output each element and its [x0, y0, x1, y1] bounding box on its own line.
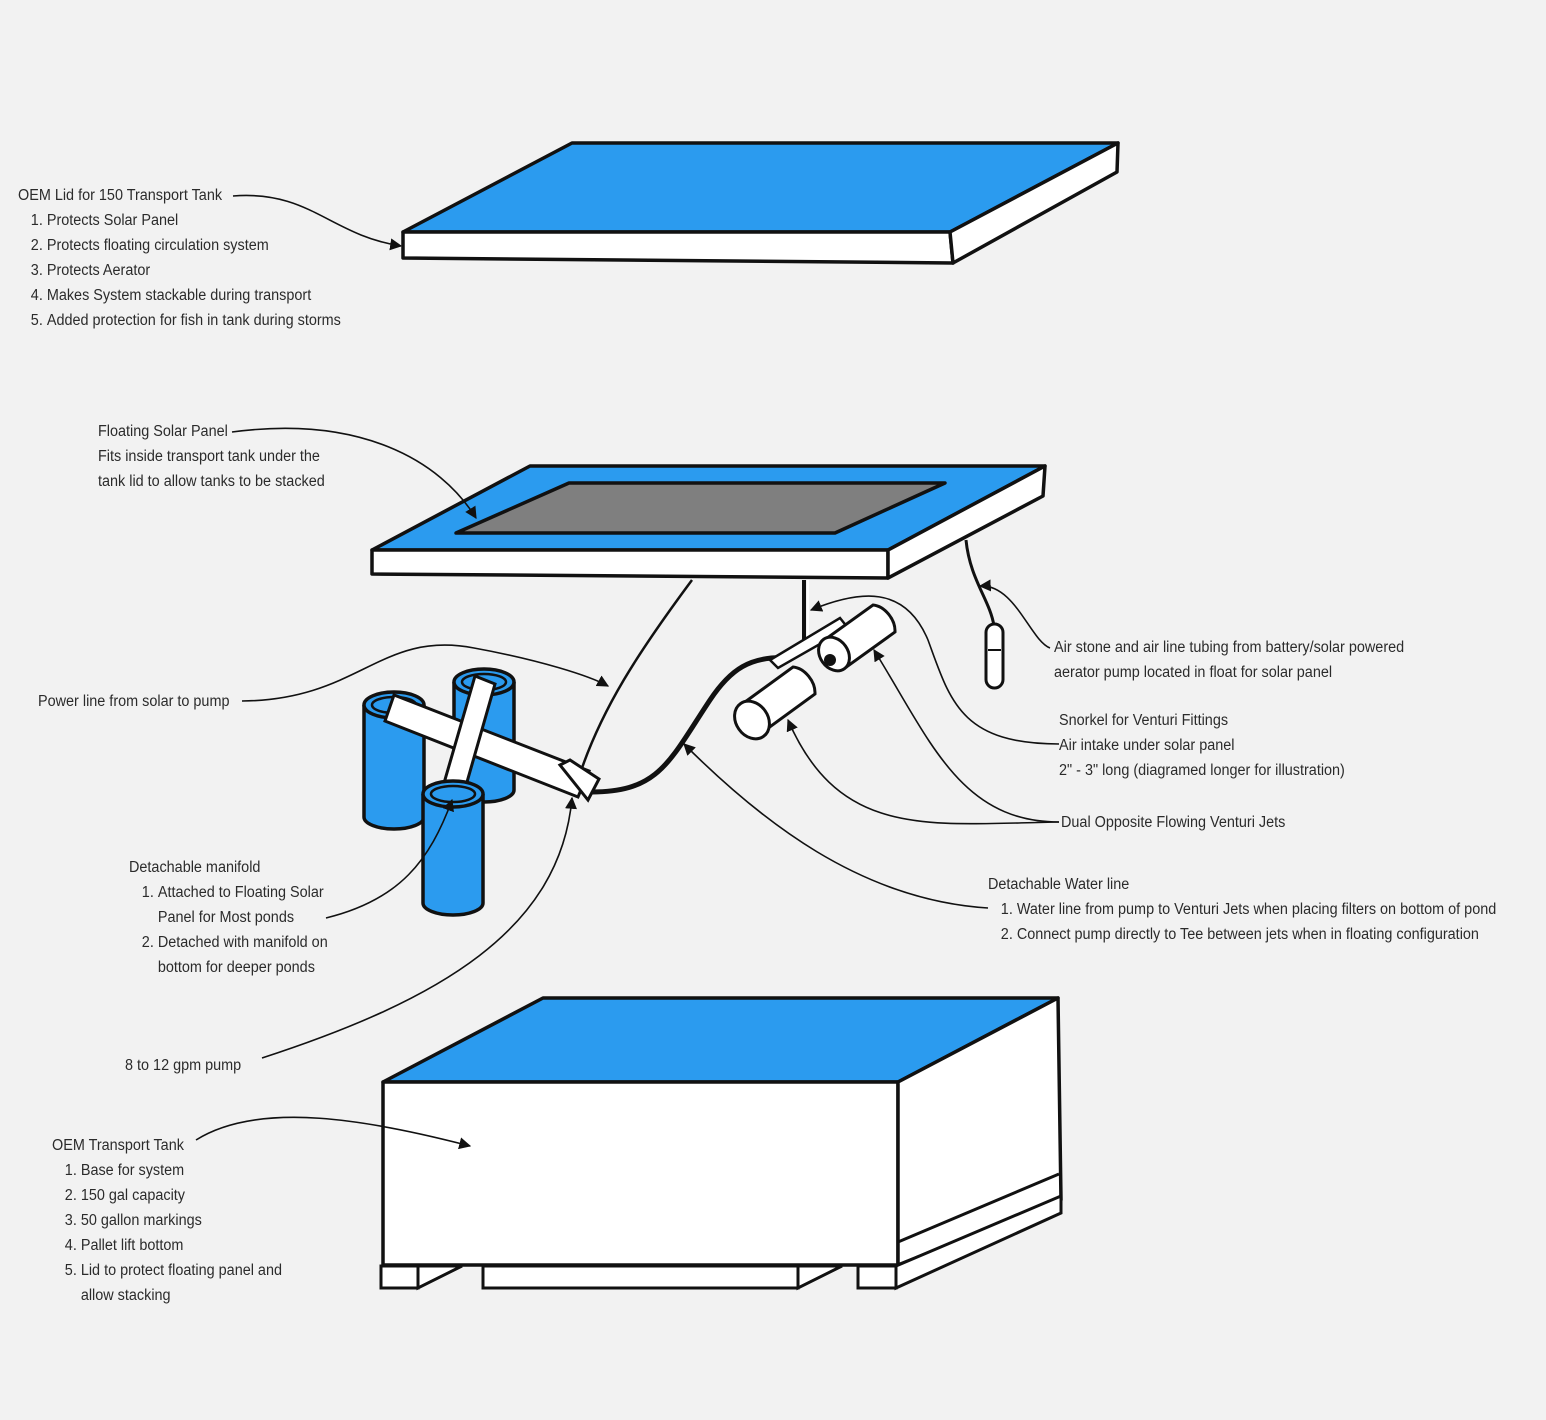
tank-shape: [379, 996, 1063, 1291]
tank-item-line: 150 gal capacity: [80, 1187, 186, 1204]
lid-list: Protects Solar Panel Protects floating c…: [18, 208, 341, 333]
lid-item: Added protection for fish in tank during…: [47, 308, 341, 333]
solar-cell: [454, 481, 947, 535]
air-stone-label: Air stone and air line tubing from batte…: [1054, 635, 1404, 685]
manifold-item-line: Attached to Floating Solar: [157, 884, 324, 901]
filter-canister-front: [421, 779, 485, 917]
water-line-arrow: [683, 743, 989, 909]
water-line-item: Connect pump directly to Tee between jet…: [1017, 922, 1496, 947]
tank-item-line: Lid to protect floating panel and: [80, 1262, 282, 1279]
snorkel-line: Snorkel for Venturi Fittings: [1059, 712, 1229, 729]
power-line-arrow: [241, 644, 610, 702]
solar-panel-line: Fits inside transport tank under the: [98, 448, 320, 465]
solar-panel-label: Floating Solar Panel Fits inside transpo…: [98, 419, 325, 494]
lid-label: OEM Lid for 150 Transport Tank Protects …: [18, 183, 341, 333]
lid-title: OEM Lid for 150 Transport Tank: [18, 187, 223, 204]
pump-label: 8 to 12 gpm pump: [125, 1053, 241, 1078]
power-line-label: Power line from solar to pump: [38, 689, 229, 714]
air-stone-arrow: [978, 579, 1051, 649]
tank-item: Pallet lift bottom: [81, 1233, 282, 1258]
snorkel-arrow: [809, 595, 1060, 745]
solar-panel-line: Floating Solar Panel: [98, 423, 228, 440]
lid-side: [948, 141, 1120, 265]
manifold-item-line: bottom for deeper ponds: [157, 959, 315, 976]
solar-panel-shape: [370, 464, 1047, 580]
lid-shape: [401, 141, 1120, 265]
venturi-arrow-1: [873, 648, 1060, 823]
lid-item: Protects Solar Panel: [47, 208, 341, 233]
solar-panel-line: tank lid to allow tanks to be stacked: [98, 473, 325, 490]
tank-item-line: Pallet lift bottom: [80, 1237, 184, 1254]
manifold-item: Attached to Floating Solar Panel for Mos…: [158, 880, 328, 930]
pump-text: 8 to 12 gpm pump: [125, 1057, 242, 1074]
lid-item: Protects Aerator: [47, 258, 341, 283]
tank-label: OEM Transport Tank Base for system 150 g…: [52, 1133, 282, 1308]
power-line: [576, 579, 694, 781]
tank-item: Lid to protect floating panel and allow …: [81, 1258, 282, 1308]
tank-item-line: Base for system: [80, 1162, 185, 1179]
float-front: [370, 548, 890, 580]
tank-arrow: [195, 1116, 472, 1150]
water-line-label: Detachable Water line Water line from pu…: [988, 872, 1496, 947]
air-line-tubing: [964, 539, 996, 627]
manifold-arrow: [325, 798, 454, 919]
leader-lines: [195, 194, 1060, 1150]
tank-item-line: allow stacking: [80, 1287, 171, 1304]
snorkel-line: 2" - 3" long (diagramed longer for illus…: [1059, 762, 1345, 779]
tank-item: 50 gallon markings: [81, 1208, 282, 1233]
snorkel-label: Snorkel for Venturi Fittings Air intake …: [1059, 708, 1345, 783]
lid-item: Protects floating circulation system: [47, 233, 341, 258]
manifold: [383, 673, 601, 803]
air-stone-line: Air stone and air line tubing from batte…: [1054, 639, 1405, 656]
venturi-label: Dual Opposite Flowing Venturi Jets: [1061, 810, 1285, 835]
manifold-item: Detached with manifold on bottom for dee…: [158, 930, 328, 980]
lid-arrow: [232, 194, 403, 251]
tank-item: 150 gal capacity: [81, 1183, 282, 1208]
tank-title: OEM Transport Tank: [52, 1137, 184, 1154]
manifold-title: Detachable manifold: [129, 859, 261, 876]
tank-item-line: 50 gallon markings: [80, 1212, 202, 1229]
water-line-list: Water line from pump to Venturi Jets whe…: [988, 897, 1496, 947]
snorkel-line: Air intake under solar panel: [1059, 737, 1235, 754]
solar-panel-arrow: [231, 427, 477, 520]
venturi-arrow-2: [786, 718, 1060, 825]
water-line-item: Water line from pump to Venturi Jets whe…: [1017, 897, 1496, 922]
air-stone: [984, 622, 1005, 690]
tank-front: [381, 1080, 900, 1267]
tank-list: Base for system 150 gal capacity 50 gall…: [52, 1158, 282, 1308]
manifold-item-line: Panel for Most ponds: [157, 909, 295, 926]
lid-item: Makes System stackable during transport: [47, 283, 341, 308]
venturi-text: Dual Opposite Flowing Venturi Jets: [1061, 814, 1286, 831]
manifold-label: Detachable manifold Attached to Floating…: [129, 855, 328, 980]
lid-front: [401, 230, 955, 265]
manifold-item-line: Detached with manifold on: [157, 934, 328, 951]
venturi-jets: [733, 603, 897, 741]
water-line-title: Detachable Water line: [988, 876, 1130, 893]
tank-item: Base for system: [81, 1158, 282, 1183]
power-line-text: Power line from solar to pump: [38, 693, 230, 710]
float-side: [886, 464, 1047, 580]
manifold-list: Attached to Floating Solar Panel for Mos…: [129, 880, 328, 980]
air-stone-line: aerator pump located in float for solar …: [1054, 664, 1333, 681]
pump-arrow: [261, 796, 577, 1059]
water-line: [591, 655, 791, 795]
